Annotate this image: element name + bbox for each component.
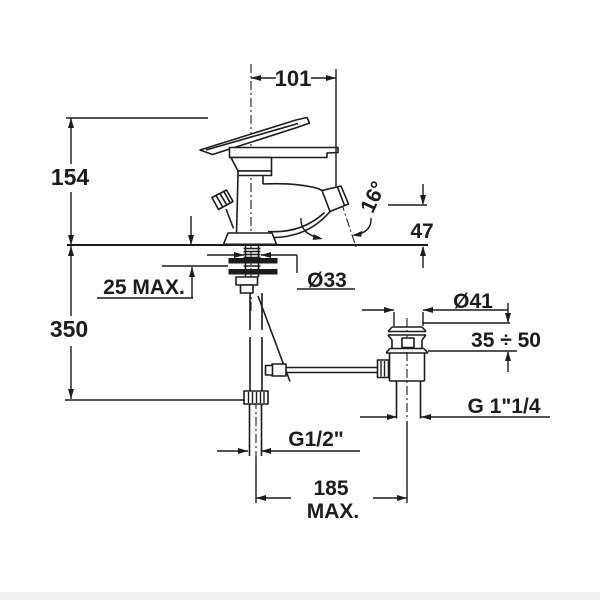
washer-upper xyxy=(228,258,278,264)
dim-3550-label: 35 ÷ 50 xyxy=(471,329,541,352)
popup-knob xyxy=(211,189,234,211)
dim-d41-label: Ø41 xyxy=(453,290,493,313)
aerator xyxy=(321,185,350,213)
supply-pipe-end xyxy=(248,404,263,456)
dim-d33-label: Ø33 xyxy=(307,269,347,292)
drain-flange xyxy=(387,326,427,349)
drain-body xyxy=(388,353,426,382)
dim-47-label: 47 xyxy=(410,220,433,243)
dim-101-label: 101 xyxy=(275,66,312,91)
dim-185-label: 185 xyxy=(313,477,348,500)
page-bottom-edge xyxy=(0,592,600,600)
popup-rod-horizontal xyxy=(273,366,378,374)
dim-g114-label: G 1"1/4 xyxy=(468,395,541,418)
drain-tailpiece xyxy=(395,381,422,419)
dim-g12-label: G1/2" xyxy=(288,428,343,451)
popup-drain-assembly xyxy=(376,326,429,419)
cartridge-housing xyxy=(230,156,273,172)
dim-154-label: 154 xyxy=(51,164,90,190)
dim-185max-label: MAX. xyxy=(307,500,360,523)
drain-set-screw xyxy=(401,337,415,349)
top-plate xyxy=(228,146,339,159)
dim-350-label: 350 xyxy=(50,316,88,342)
faucet-body xyxy=(199,116,350,246)
dimension-labels: 101 154 350 25 MAX. Ø33 16° 47 Ø41 35 ÷ … xyxy=(50,66,541,523)
dim-25max-label: 25 MAX. xyxy=(103,276,185,299)
dimension-arrowheads xyxy=(68,75,511,501)
spout xyxy=(262,182,323,192)
rod-end-cap xyxy=(264,364,274,376)
dim-16deg-label: 16° xyxy=(356,178,390,217)
below-deck-assembly xyxy=(228,246,378,456)
mounting-nut xyxy=(235,276,259,286)
washer-lower xyxy=(228,269,278,275)
rod-joint xyxy=(271,363,287,377)
base-escutcheon xyxy=(222,232,278,246)
drain-knurled-nut xyxy=(376,359,390,379)
supply-pipe xyxy=(249,293,263,391)
